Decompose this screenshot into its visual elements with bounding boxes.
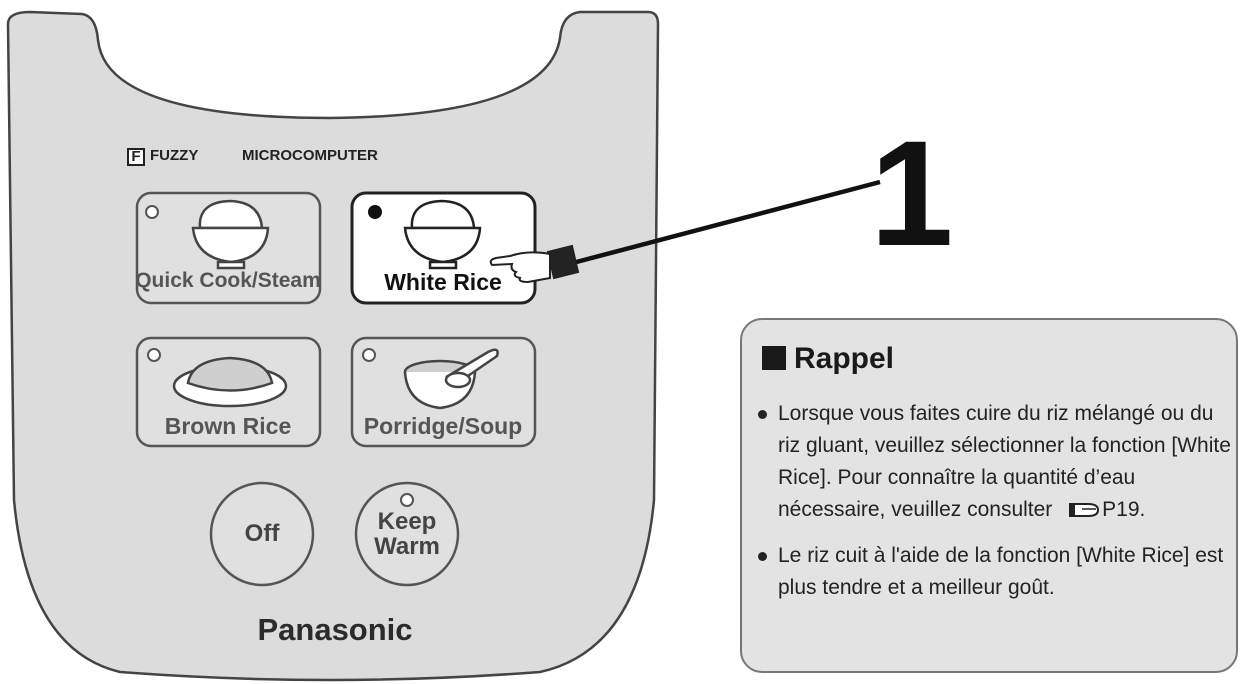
keep-warm-button[interactable] bbox=[354, 481, 460, 587]
reminder-page-ref: P19. bbox=[1102, 498, 1146, 521]
bullet-icon bbox=[758, 410, 767, 419]
brand-name: Panasonic bbox=[257, 612, 413, 647]
off-button[interactable] bbox=[209, 481, 315, 587]
quick-cook-label: Quick Cook/Steam bbox=[135, 269, 321, 292]
control-panel-body bbox=[6, 10, 660, 682]
reminder-box: Rappel Lorsque vous faites cuire du riz … bbox=[740, 318, 1238, 673]
reminder-item-text: Lorsque vous faites cuire du riz mélangé… bbox=[778, 402, 1231, 521]
white-rice-button[interactable] bbox=[350, 191, 537, 305]
off-label: Off bbox=[244, 520, 280, 547]
callout-number: 1 bbox=[870, 109, 954, 277]
white-rice-label: White Rice bbox=[384, 269, 502, 295]
microcomputer-label: MICROCOMPUTER bbox=[242, 147, 378, 164]
keep-warm-label-line2: Warm bbox=[374, 533, 440, 560]
page-reference-icon bbox=[1069, 503, 1100, 517]
quick-cook-button[interactable] bbox=[135, 191, 322, 305]
brown-rice-button[interactable] bbox=[135, 336, 322, 448]
porridge-soup-button[interactable] bbox=[350, 336, 537, 448]
soup-bowl-spoon-icon bbox=[403, 348, 499, 410]
reminder-list: Lorsque vous faites cuire du riz mélangé… bbox=[756, 398, 1231, 618]
bullet-icon bbox=[758, 552, 767, 561]
reminder-heading-text: Rappel bbox=[794, 342, 895, 375]
reminder-item-text: Le riz cuit à l'aide de la fonction [Whi… bbox=[778, 544, 1224, 599]
keep-warm-indicator bbox=[400, 493, 414, 507]
reminder-item: Lorsque vous faites cuire du riz mélangé… bbox=[756, 398, 1231, 526]
keep-warm-label-line1: Keep bbox=[377, 508, 437, 535]
pointing-hand-icon bbox=[489, 244, 580, 284]
square-bullet-icon bbox=[762, 346, 786, 370]
rice-bowl-icon bbox=[191, 199, 270, 270]
porridge-soup-label: Porridge/Soup bbox=[363, 413, 523, 439]
callout-pointer bbox=[489, 179, 881, 284]
reminder-item: Le riz cuit à l'aide de la fonction [Whi… bbox=[756, 540, 1231, 604]
reminder-heading: Rappel bbox=[762, 342, 894, 376]
fuzzy-logo-icon: F bbox=[127, 148, 145, 166]
fuzzy-label: FUZZY bbox=[150, 147, 199, 164]
rice-plate-icon bbox=[172, 356, 288, 408]
brown-rice-label: Brown Rice bbox=[164, 413, 292, 439]
rice-bowl-icon bbox=[403, 199, 482, 270]
